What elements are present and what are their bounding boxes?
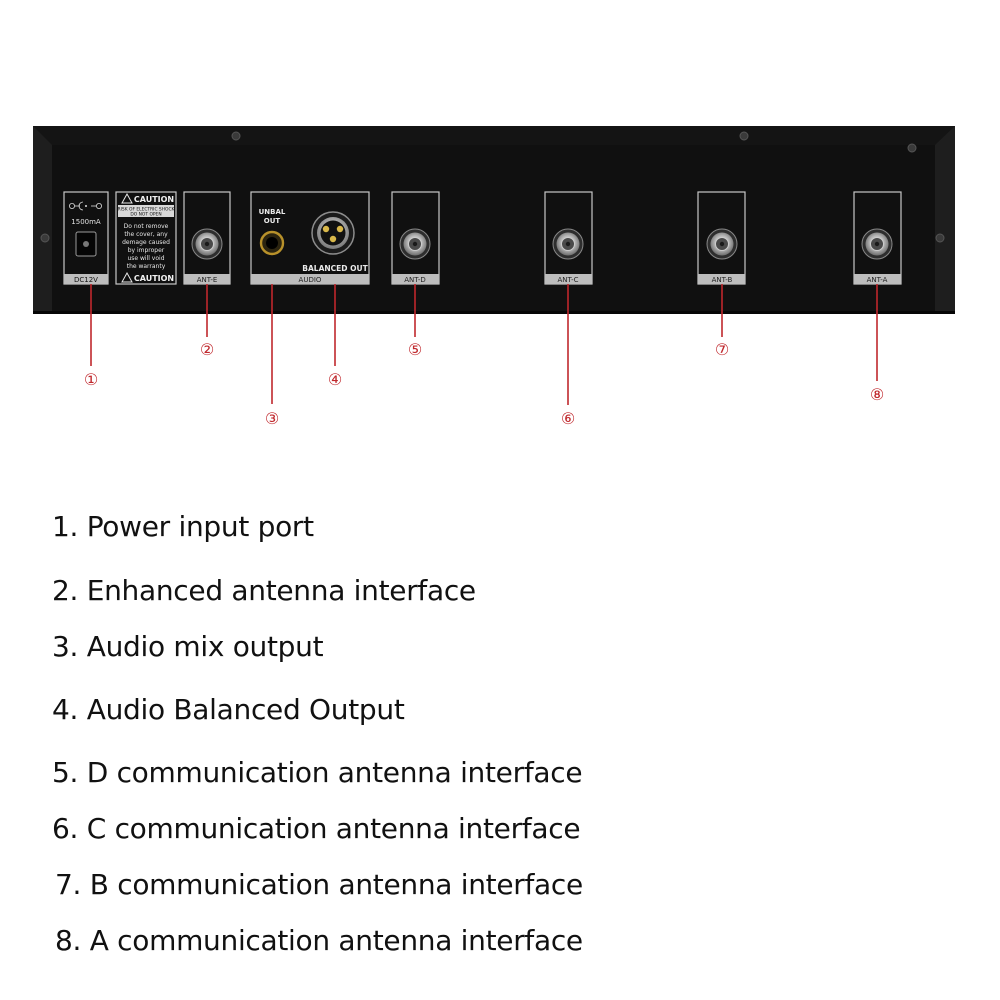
- warning-body-line: by improper: [128, 247, 165, 254]
- legend-item-1: 1. Power input port: [52, 510, 314, 543]
- legend-item-4: 4. Audio Balanced Output: [52, 693, 405, 726]
- legend-item-5: 5. D communication antenna interface: [52, 756, 583, 789]
- caution-header: CAUTION: [134, 195, 174, 204]
- antenna-label: ANT-D: [404, 276, 426, 284]
- callout-6: ⑥: [561, 409, 575, 428]
- warning-triangle-icon: [121, 271, 133, 283]
- warning-body-line: the warranty: [127, 263, 166, 270]
- legend-item-7: 7. B communication antenna interface: [55, 868, 583, 901]
- chassis: [33, 126, 955, 314]
- audio-section-label: AUDIO: [299, 276, 322, 284]
- legend-item-6: 6. C communication antenna interface: [52, 812, 581, 845]
- caution-footer: CAUTION: [134, 274, 174, 283]
- legend-item-3: 3. Audio mix output: [52, 630, 324, 663]
- power-port: 1500mA DC12V: [63, 191, 109, 285]
- warning-label: CAUTION RISK OF ELECTRIC SHOCK DO NOT OP…: [115, 191, 177, 285]
- callout-8: ⑧: [870, 385, 884, 404]
- callout-3: ③: [265, 409, 279, 428]
- leader-lines: [90, 284, 878, 405]
- xlr-connector-icon: [311, 211, 355, 255]
- warning-triangle-icon: [121, 192, 133, 204]
- shock-warning-line2: DO NOT OPEN: [130, 212, 161, 218]
- antenna-label: ANT-C: [557, 276, 578, 284]
- audio-section: UNBAL OUT BALANCED OUT AUDIO: [250, 191, 370, 285]
- callouts: ① ② ③ ④ ⑤ ⑥ ⑦ ⑧: [84, 340, 884, 428]
- antenna-label: ANT-B: [712, 276, 733, 284]
- callout-7: ⑦: [715, 340, 729, 359]
- antenna-port-e: ANT-E: [183, 191, 231, 285]
- warning-body-line: demage caused: [122, 239, 170, 246]
- callout-1: ①: [84, 370, 98, 389]
- bnc-connector-icon: [552, 228, 584, 260]
- bnc-connector-icon: [191, 228, 223, 260]
- power-rating-text: 1500mA: [71, 218, 101, 226]
- callout-5: ⑤: [408, 340, 422, 359]
- jack-socket-icon: [259, 230, 285, 256]
- unbal-out-label: UNBAL: [259, 208, 286, 216]
- warning-body-line: Do not remove: [124, 223, 169, 230]
- legend-item-8: 8. A communication antenna interface: [55, 924, 583, 957]
- antenna-label: ANT-A: [867, 276, 888, 284]
- callout-2: ②: [200, 340, 214, 359]
- callout-4: ④: [328, 370, 342, 389]
- antenna-label: ANT-E: [197, 276, 218, 284]
- unbal-out-label: OUT: [264, 217, 281, 225]
- balanced-out-label: BALANCED OUT: [302, 264, 368, 273]
- warning-body-line: the cover, any: [124, 231, 168, 238]
- bnc-connector-icon: [399, 228, 431, 260]
- antenna-port-c: ANT-C: [544, 191, 593, 285]
- polarity-symbol-icon: [69, 201, 103, 211]
- antenna-port-b: ANT-B: [697, 191, 746, 285]
- device-rear-panel-diagram: 1500mA DC12V CAUTION RISK OF ELECTRIC SH…: [33, 126, 955, 428]
- legend-item-2: 2. Enhanced antenna interface: [52, 574, 476, 607]
- power-port-label: DC12V: [74, 276, 98, 284]
- warning-body-line: use will void: [127, 255, 164, 262]
- shock-warning-line1: RISK OF ELECTRIC SHOCK: [118, 207, 175, 213]
- bnc-connector-icon: [861, 228, 893, 260]
- screws: [40, 131, 945, 243]
- bnc-connector-icon: [706, 228, 738, 260]
